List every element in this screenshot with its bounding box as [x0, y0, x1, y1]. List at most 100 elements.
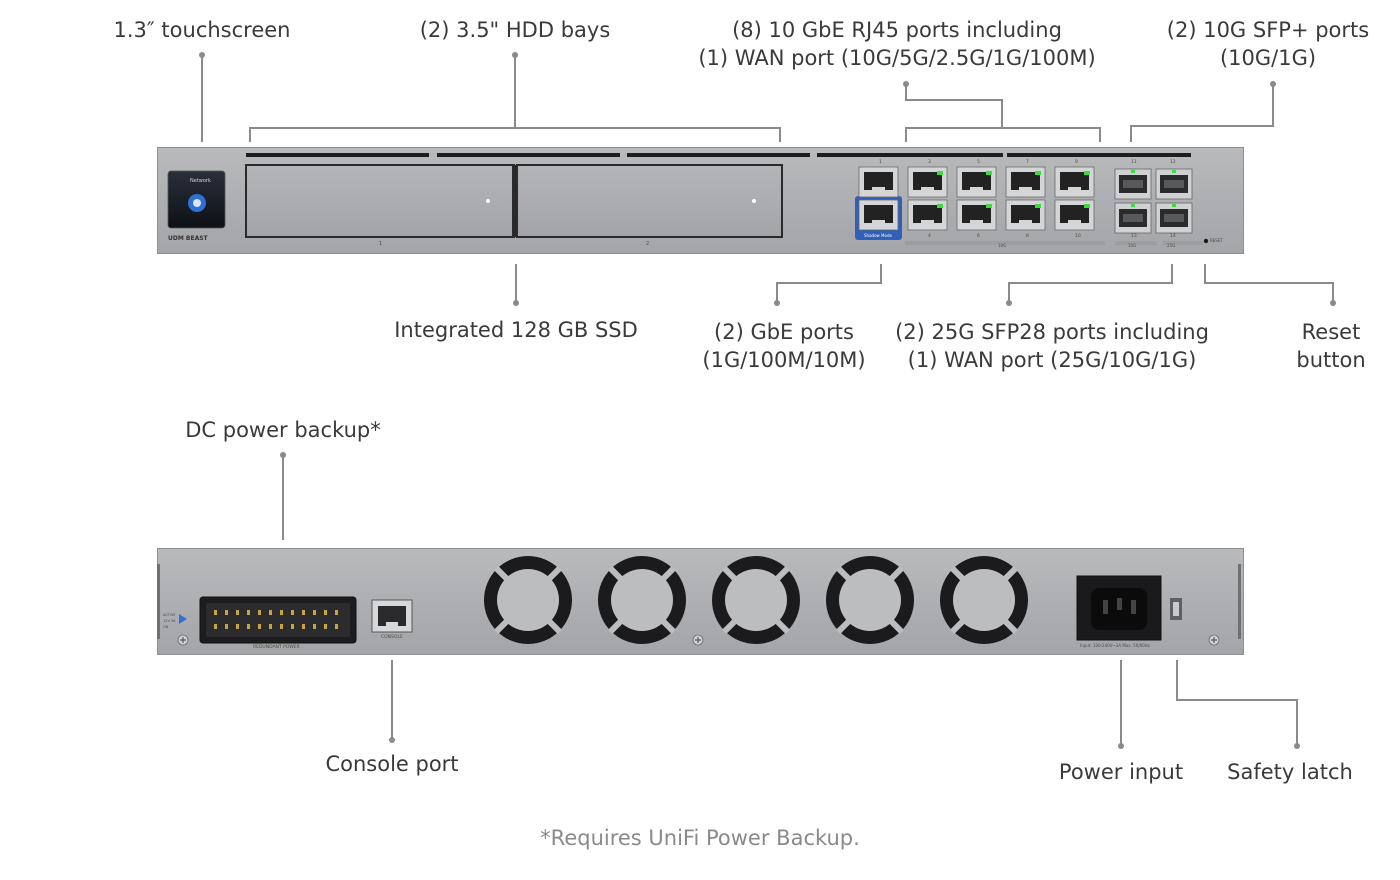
- rj45-ports-callout: (8) 10 GbE RJ45 ports including(1) WAN p…: [698, 18, 1096, 70]
- rj45-port[interactable]: [1054, 199, 1095, 231]
- rj45-port[interactable]: [1054, 166, 1095, 198]
- reset-label: RESET: [1210, 238, 1223, 243]
- connector-pin: [335, 610, 338, 615]
- port-number-label: 9: [1075, 160, 1078, 165]
- port-number-label: 7: [1026, 160, 1029, 165]
- shadow-mode-label: Shadow Mode: [864, 233, 892, 238]
- reset-pinhole[interactable]: [1203, 238, 1209, 244]
- hdd-bays-callout: (2) 3.5" HDD bays: [419, 18, 611, 42]
- psu-indicator-on: ON: [163, 625, 169, 629]
- brand-logo: UDM BEAST: [168, 235, 208, 242]
- gbe-ports-callout: (2) GbE ports(1G/100M/10M): [702, 320, 866, 372]
- port-number-label: 5: [977, 160, 980, 165]
- port-led: [1035, 204, 1041, 208]
- psu-indicator-12v: 12V 3A: [163, 619, 176, 623]
- rj45-port[interactable]: [956, 199, 997, 231]
- sfp-group-label-right: 25G: [1167, 243, 1176, 248]
- port-number-label: 1: [879, 160, 882, 165]
- console-label: CONSOLE: [381, 635, 403, 640]
- port-led: [1131, 204, 1135, 207]
- sfp-plus-callout: (2) 10G SFP+ ports(10G/1G): [1166, 18, 1370, 70]
- port-number-label: 8: [1026, 234, 1029, 239]
- connector-pin: [335, 624, 338, 629]
- sfp-port-grid: [1114, 168, 1193, 234]
- port-number-label: 3: [928, 160, 931, 165]
- hdd-bay-1[interactable]: [245, 164, 515, 238]
- port-number-label: 12: [1170, 160, 1176, 165]
- fan-vent: [484, 556, 572, 644]
- rj45-port[interactable]: [907, 199, 948, 231]
- connector-pin: [269, 624, 272, 629]
- fan-vent: [826, 556, 914, 644]
- console-port[interactable]: [371, 599, 413, 633]
- fan-vent: [598, 556, 686, 644]
- connector-pin: [247, 610, 250, 615]
- power-inlet[interactable]: [1076, 575, 1162, 641]
- rj45-port[interactable]: [956, 166, 997, 198]
- rj45-port-grid: [858, 166, 1095, 231]
- rj45-port[interactable]: [1005, 166, 1046, 198]
- port-number-label: 6: [977, 234, 980, 239]
- port-led: [986, 171, 992, 175]
- connector-pin: [269, 610, 272, 615]
- rj45-port[interactable]: [858, 166, 899, 198]
- panel-screws: [177, 634, 1220, 646]
- sfp-port[interactable]: [1155, 168, 1193, 200]
- connector-pin: [324, 624, 327, 629]
- connector-pin: [214, 624, 217, 629]
- connector-pin: [236, 624, 239, 629]
- connector-pin: [280, 624, 283, 629]
- safety-latch[interactable]: [1170, 598, 1182, 620]
- fan-vent: [940, 556, 1028, 644]
- redundant-power-label: REDUNDANT POWER: [253, 645, 300, 650]
- connector-pin: [258, 624, 261, 629]
- port-number-label: 2: [879, 234, 882, 239]
- bay-number-2: 2: [646, 241, 650, 247]
- sfp-port[interactable]: [1114, 168, 1152, 200]
- port-led: [1084, 204, 1090, 208]
- connector-pin: [247, 624, 250, 629]
- rj45-port[interactable]: [858, 199, 899, 231]
- port-led: [986, 204, 992, 208]
- connector-pin: [302, 610, 305, 615]
- connector-pin: [214, 610, 217, 615]
- port-led: [1172, 204, 1176, 207]
- port-led: [937, 171, 943, 175]
- power-input-callout: Power input: [1058, 760, 1184, 784]
- sfp-group-label-left: 10G: [1128, 243, 1137, 248]
- sfp-port[interactable]: [1114, 202, 1152, 234]
- port-number-label: 13: [1131, 234, 1137, 239]
- hdd-bay-2[interactable]: [516, 164, 783, 238]
- connector-pin: [324, 610, 327, 615]
- connector-pin: [291, 624, 294, 629]
- touchscreen-callout: 1.3″ touchscreen: [113, 18, 291, 42]
- console-port-callout: Console port: [325, 752, 459, 776]
- port-led: [1131, 170, 1135, 173]
- connector-pin: [302, 624, 305, 629]
- footnote: *Requires UniFi Power Backup.: [540, 826, 860, 850]
- port-number-label: 14: [1170, 234, 1176, 239]
- fan-vent: [712, 556, 800, 644]
- rj45-port[interactable]: [907, 166, 948, 198]
- sfp-port[interactable]: [1155, 202, 1193, 234]
- connector-pin: [225, 610, 228, 615]
- rj45-group-label: 10G: [998, 243, 1007, 248]
- connector-pin: [258, 610, 261, 615]
- connector-pin: [313, 624, 316, 629]
- connector-pin: [280, 610, 283, 615]
- dc-power-callout: DC power backup*: [185, 418, 381, 442]
- rj45-port[interactable]: [1005, 199, 1046, 231]
- connector-pin: [291, 610, 294, 615]
- front-panel-art: [167, 153, 1209, 245]
- port-led: [937, 204, 943, 208]
- touchscreen[interactable]: [167, 170, 226, 229]
- port-led: [1035, 171, 1041, 175]
- port-led: [1172, 170, 1176, 173]
- port-number-label: 10: [1075, 234, 1081, 239]
- safety-latch-callout: Safety latch: [1227, 760, 1353, 784]
- dc-power-connector[interactable]: [199, 596, 357, 644]
- ssd-callout: Integrated 128 GB SSD: [394, 318, 638, 342]
- port-number-label: 11: [1131, 160, 1137, 165]
